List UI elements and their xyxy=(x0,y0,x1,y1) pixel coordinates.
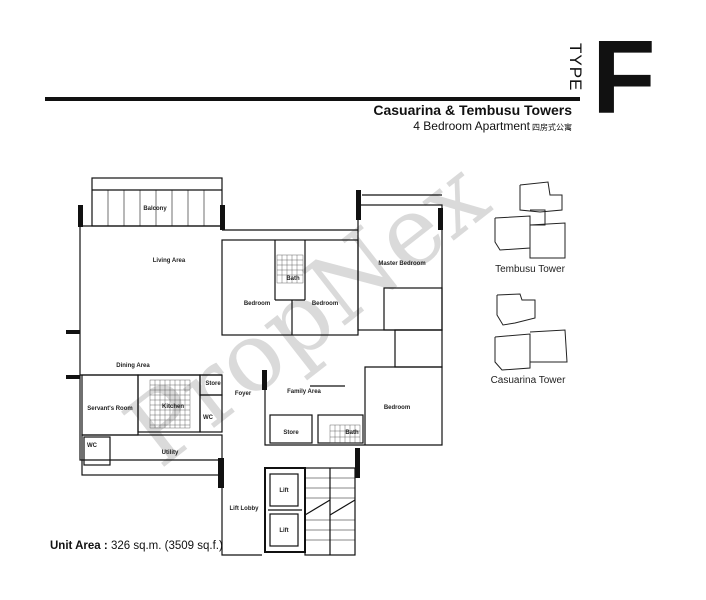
project-title: Casuarina & Tembusu Towers xyxy=(373,102,572,118)
room-lift-lobby: Lift Lobby xyxy=(230,506,260,512)
title-rule xyxy=(45,97,580,101)
unit-area-label: Unit Area : xyxy=(50,540,108,552)
structural-columns xyxy=(66,190,443,488)
room-bedroom-3: Bedroom xyxy=(384,405,410,411)
room-family-area: Family Area xyxy=(287,389,321,395)
room-bedroom-2: Bedroom xyxy=(312,301,338,307)
key-plan-casuarina xyxy=(494,293,568,371)
room-living-area: Living Area xyxy=(153,258,186,264)
room-wc-1: WC xyxy=(203,415,214,421)
key-plan-tembusu xyxy=(494,181,566,259)
room-kitchen: Kitchen xyxy=(162,404,184,410)
subtitle-zh: 四房式公寓 xyxy=(532,123,572,132)
key-plan-label-tembusu: Tembusu Tower xyxy=(495,264,566,275)
room-foyer: Foyer xyxy=(235,391,252,397)
room-utility: Utility xyxy=(162,450,179,456)
watermark: PropNex xyxy=(105,138,509,488)
room-store-2: Store xyxy=(283,430,299,436)
unit-area-value: 326 sq.m. (3509 sq.f.) xyxy=(110,540,223,552)
tiled-areas xyxy=(149,254,361,444)
room-dining-area: Dining Area xyxy=(116,363,150,369)
room-master-bedroom: Master Bedroom xyxy=(378,261,425,267)
room-bedroom-1: Bedroom xyxy=(244,301,270,307)
room-store-1: Store xyxy=(205,381,221,387)
key-plan-label-casuarina: Casuarina Tower xyxy=(491,375,567,386)
room-servants-room: Servant's Room xyxy=(87,406,132,412)
plan-walls xyxy=(79,177,443,556)
room-wc-2: WC xyxy=(87,443,98,449)
room-lift-1: Lift xyxy=(279,488,288,494)
subtitle-en: 4 Bedroom Apartment xyxy=(413,119,530,133)
unit-area: Unit Area : 326 sq.m. (3509 sq.f.) xyxy=(50,540,223,552)
room-bath-1: Bath xyxy=(286,276,300,282)
room-balcony: Balcony xyxy=(143,206,167,212)
type-letter: F xyxy=(592,20,656,136)
room-bath-2: Bath xyxy=(345,430,359,436)
room-lift-2: Lift xyxy=(279,528,288,534)
